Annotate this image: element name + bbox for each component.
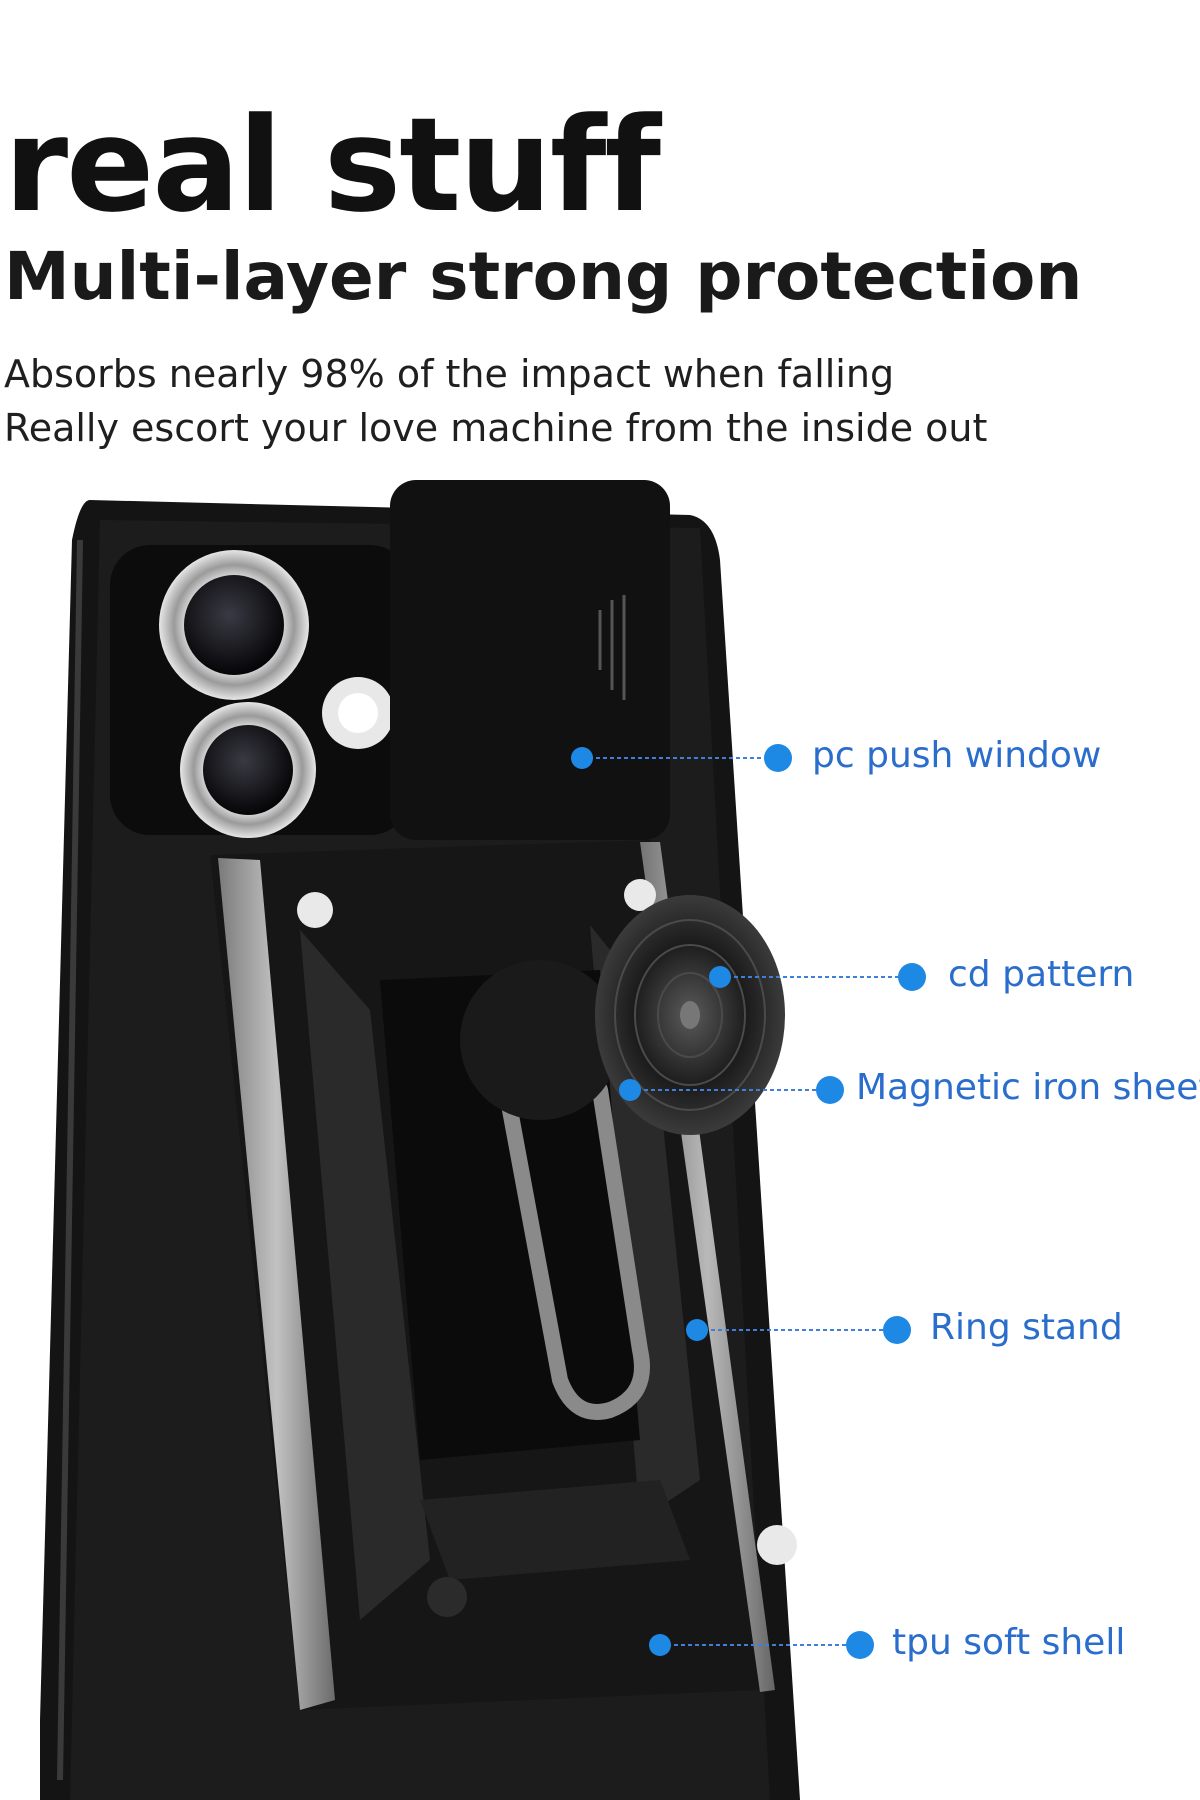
push-window-slider <box>390 480 670 840</box>
callout-ring-stand: Ring stand <box>930 1307 1123 1348</box>
description-line-1: Absorbs nearly 98% of the impact when fa… <box>4 352 895 396</box>
camera-lenses <box>159 550 394 838</box>
subheadline: Multi-layer strong protection <box>4 238 1083 315</box>
armor-shell <box>210 840 797 1710</box>
callout-magnetic-iron-sheet: Magnetic iron sheet <box>856 1067 1200 1108</box>
cd-pattern-disc <box>595 895 785 1135</box>
callout-push-window: pc push window <box>812 735 1102 776</box>
description-line-2: Really escort your love machine from the… <box>4 406 988 450</box>
phone-case-illustration <box>40 480 926 1800</box>
callout-cd-pattern: cd pattern <box>948 954 1135 995</box>
callout-tpu-soft-shell: tpu soft shell <box>892 1622 1126 1663</box>
ring-stand <box>460 960 650 1420</box>
headline: real stuff <box>4 89 661 241</box>
callout-pointers <box>571 744 926 1659</box>
